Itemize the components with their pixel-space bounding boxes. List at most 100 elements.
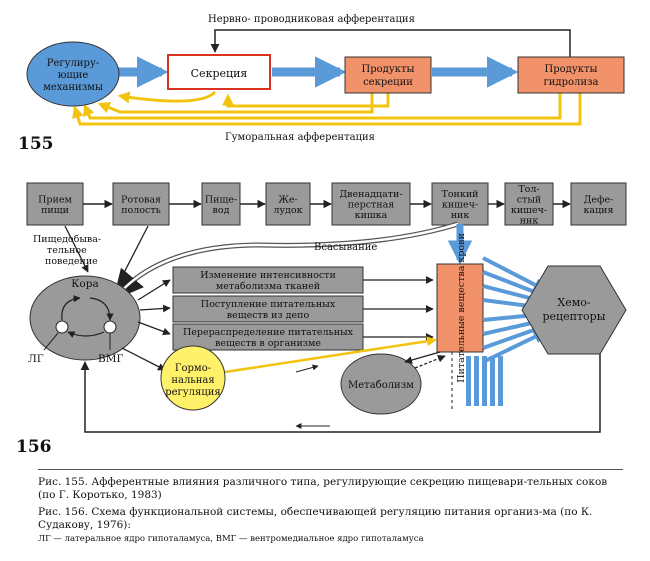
effect-redistribution bbox=[172, 323, 364, 351]
nutrient-blood-node bbox=[436, 263, 484, 353]
metabolism-node bbox=[340, 353, 422, 415]
secretion-node bbox=[167, 54, 271, 90]
effect-depot-supply bbox=[172, 295, 364, 323]
effect-1-line-2: метаболизма тканей bbox=[216, 281, 320, 292]
figure-155: Нервно- проводниковая афферентация Регул… bbox=[26, 14, 625, 143]
chain-label-duodenum-1: перстная bbox=[348, 200, 395, 211]
chain-label-oral-cavity-1: полость bbox=[121, 205, 161, 216]
chain-label-esophagus-1: вод bbox=[213, 205, 230, 216]
regulating-line-3: механизмы bbox=[43, 82, 103, 93]
chain-label-food-intake-1: пищи bbox=[41, 205, 69, 216]
behavior-line-2: тельное bbox=[47, 245, 87, 256]
humoral-feedback-3 bbox=[97, 92, 374, 114]
cortex-inner-loop-right bbox=[89, 297, 114, 321]
caption-divider bbox=[38, 469, 623, 470]
regulating-line-2: ющие bbox=[58, 70, 89, 81]
caption-156: Рис. 156. Схема функциональной системы, … bbox=[38, 506, 593, 531]
chain-label-duodenum-2: кишка bbox=[355, 210, 388, 221]
hydrolysis-products-line-2: гидролиза bbox=[544, 77, 599, 88]
chain-label-stomach-1: лудок bbox=[273, 205, 302, 216]
food-to-cortex-arrow bbox=[64, 225, 89, 273]
chain-label-large-intestine-0: Тол- bbox=[518, 184, 539, 195]
hydrolysis-products-line-1: Продукты bbox=[545, 64, 598, 75]
chain-node-stomach bbox=[265, 182, 311, 226]
humoral-afferentation-label: Гуморальная афферентация bbox=[225, 132, 375, 143]
humoral-feedback-5 bbox=[72, 92, 582, 126]
effect-metabolism-intensity bbox=[172, 266, 364, 294]
metabolism-to-blood-arrow bbox=[414, 354, 446, 369]
chain-label-defecation-1: кация bbox=[583, 205, 613, 216]
chemoreceptors-line-1: Хемо- bbox=[557, 296, 591, 309]
secretion-label: Секреция bbox=[191, 67, 248, 80]
chain-label-oral-cavity-0: Ротовая bbox=[121, 194, 161, 205]
effect-2-line-2: веществ из депо bbox=[227, 310, 310, 321]
figure-155-number: 155 bbox=[18, 134, 54, 154]
secretion-products-line-2: секреции bbox=[363, 77, 413, 88]
humoral-feedback-1 bbox=[117, 90, 217, 104]
chain-node-food-intake bbox=[26, 182, 84, 226]
cortex-label: Кора bbox=[71, 278, 98, 290]
hormonal-line-3: регуляция bbox=[165, 387, 221, 398]
behavior-line-3: поведение bbox=[45, 256, 98, 267]
blood-flow-bars bbox=[466, 356, 503, 406]
chain-label-stomach-0: Же- bbox=[278, 194, 298, 205]
chain-label-large-intestine-3: ник bbox=[520, 215, 539, 226]
lg-nucleus bbox=[55, 320, 69, 334]
hormonal-direction-arrow bbox=[295, 364, 319, 373]
hormonal-to-blood-arrow bbox=[224, 336, 437, 374]
nerve-afferentation-label: Нервно- проводниковая афферентация bbox=[208, 14, 415, 25]
regulating-mechanisms-node bbox=[26, 41, 120, 107]
cortex-to-effect-1 bbox=[137, 279, 171, 301]
cortex-to-effect-2 bbox=[139, 304, 171, 313]
figure-156-number: 156 bbox=[16, 437, 52, 457]
vmg-label: ВМГ bbox=[98, 353, 123, 365]
vmg-nucleus bbox=[103, 320, 117, 334]
chain-label-food-intake-0: Прием bbox=[38, 194, 72, 205]
chain-node-esophagus bbox=[201, 182, 241, 226]
chain-label-large-intestine-2: кишеч- bbox=[511, 205, 547, 216]
cortex-node bbox=[29, 275, 141, 361]
cortex-to-effect-3 bbox=[137, 321, 171, 336]
humoral-feedback-4 bbox=[83, 92, 562, 120]
chain-label-small-intestine-1: кишеч- bbox=[442, 200, 478, 211]
hormonal-line-1: Гормо- bbox=[175, 363, 211, 374]
behavior-line-1: Пищедобыва- bbox=[33, 234, 101, 245]
chain-node-oral-cavity bbox=[112, 182, 170, 226]
hydrolysis-products-node bbox=[517, 56, 625, 94]
hormonal-regulation-node bbox=[160, 345, 226, 411]
cortex-inner-loop-left bbox=[61, 295, 81, 321]
cortex-to-hormonal bbox=[121, 347, 166, 371]
chemoreceptors-line-2: рецепторы bbox=[543, 310, 606, 323]
chain-node-large-intestine bbox=[504, 182, 554, 226]
effect-3-line-2: веществ в организме bbox=[215, 338, 321, 349]
metabolism-label: Метаболизм bbox=[348, 380, 414, 391]
chain-label-esophagus-0: Пище- bbox=[205, 194, 237, 205]
chain-node-defecation bbox=[570, 182, 627, 226]
lg-label: ЛГ bbox=[28, 353, 44, 365]
absorption-arrow-core bbox=[114, 222, 459, 299]
lg-pointer bbox=[43, 332, 59, 351]
chain-label-small-intestine-2: ник bbox=[451, 210, 470, 221]
nerve-afferentation-line bbox=[210, 29, 571, 58]
effect-3-line-1: Перераспределение питательных bbox=[183, 327, 354, 338]
blood-to-metabolism-arrow bbox=[404, 351, 441, 364]
cortex-inner-loop-bottom bbox=[67, 331, 105, 338]
effect-2-line-1: Поступление питательных bbox=[201, 299, 336, 310]
secretion-products-line-1: Продукты bbox=[362, 64, 415, 75]
secretion-products-node bbox=[344, 56, 432, 94]
effect-1-line-1: Изменение интенсивности bbox=[200, 270, 336, 281]
humoral-feedback-2 bbox=[222, 92, 390, 108]
absorption-label: Всасывание bbox=[314, 242, 377, 253]
chemoreceptor-feedback-line bbox=[80, 354, 601, 433]
chain-label-small-intestine-0: Тонкий bbox=[442, 189, 479, 200]
chain-label-duodenum-0: Двенадцати- bbox=[339, 189, 402, 200]
chain-node-duodenum bbox=[331, 182, 411, 226]
caption-legend: ЛГ — латеральное ядро гипоталамуса, ВМГ … bbox=[38, 534, 424, 544]
nutrient-blood-label: Питательные вещества крови bbox=[456, 233, 467, 383]
chain-label-large-intestine-1: стый bbox=[517, 194, 541, 205]
chain-label-defecation-0: Дефе- bbox=[584, 194, 614, 205]
hormonal-line-2: нальная bbox=[171, 375, 214, 386]
